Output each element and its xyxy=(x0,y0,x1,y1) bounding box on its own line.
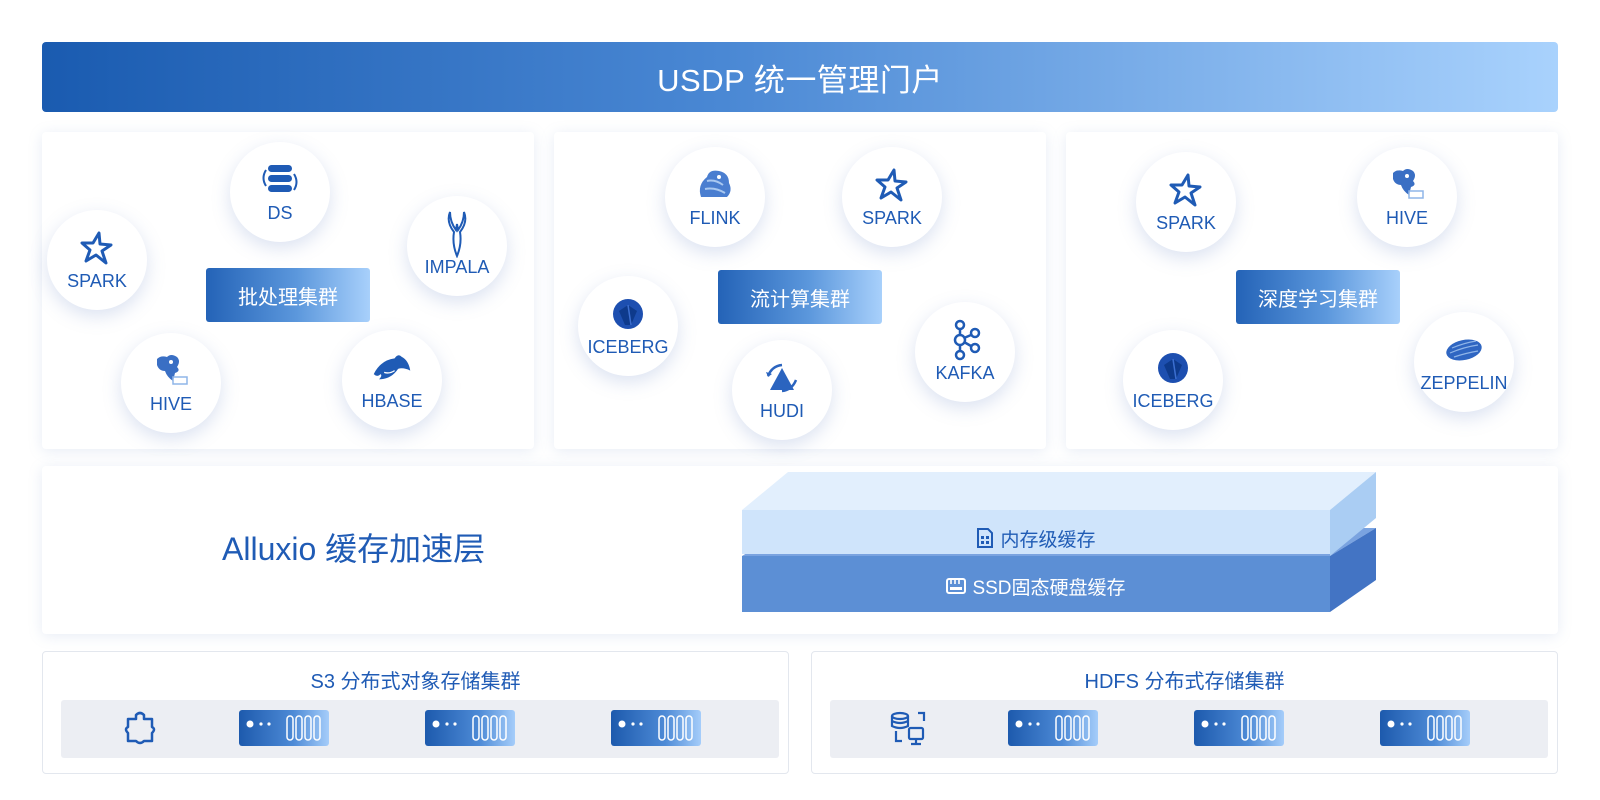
zeppelin-icon xyxy=(1444,331,1484,369)
node-hbase[interactable]: HBASE xyxy=(342,330,442,430)
hdfs-server-strip xyxy=(830,700,1548,758)
portal-title: USDP 统一管理门户 xyxy=(657,62,943,98)
hudi-icon xyxy=(762,359,802,397)
kafka-icon xyxy=(945,319,985,360)
memory-layer-front xyxy=(742,510,1330,554)
hdfs-storage-panel: HDFS 分布式存储集群 xyxy=(811,651,1558,774)
node-label: DS xyxy=(267,202,293,223)
ds-icon xyxy=(260,161,300,199)
memory-layer-top xyxy=(742,472,1376,510)
node-label: SPARK xyxy=(1156,212,1216,233)
memory-chip-icon xyxy=(977,528,994,548)
object-storage-icon xyxy=(120,709,160,749)
ssd-drive-icon xyxy=(946,578,967,594)
node-label: SPARK xyxy=(862,207,922,228)
hdfs-storage-title: HDFS 分布式存储集群 xyxy=(1084,671,1285,693)
ssd-cache-row: SSD固态硬盘缓存 xyxy=(742,564,1330,608)
node-hive[interactable]: HIVE xyxy=(121,333,221,433)
node-label: IMPALA xyxy=(424,256,490,277)
batch-cluster-label: 批处理集群 xyxy=(206,268,370,322)
node-flink[interactable]: FLINK xyxy=(665,147,765,247)
ml-cluster-panel: SPARK HIVE 深度学习集群 ICEBERG ZEPPELIN xyxy=(1066,132,1558,449)
memory-cache-label: 内存级缓存 xyxy=(1000,529,1096,551)
spark-icon xyxy=(77,229,117,267)
node-hudi[interactable]: HUDI xyxy=(732,340,832,440)
hive-icon xyxy=(151,352,191,390)
node-label: HIVE xyxy=(1385,207,1428,228)
node-spark[interactable]: SPARK xyxy=(1136,152,1236,252)
stream-cluster-label: 流计算集群 xyxy=(718,270,882,324)
server-unit xyxy=(611,710,701,746)
node-spark[interactable]: SPARK xyxy=(47,210,147,310)
batch-cluster-panel: DS SPARK IMPALA 批处理集群 HIVE HBASE xyxy=(42,132,534,449)
node-label: ZEPPELIN xyxy=(1420,372,1508,393)
ml-cluster-label: 深度学习集群 xyxy=(1236,270,1400,324)
s3-server-strip xyxy=(61,700,779,758)
node-label: ICEBERG xyxy=(1132,390,1214,411)
node-label: SPARK xyxy=(67,270,127,291)
iceberg-icon xyxy=(608,295,648,333)
cache-title: Alluxio 缓存加速层 xyxy=(222,531,486,567)
node-label: FLINK xyxy=(689,207,741,228)
impala-icon xyxy=(437,211,477,258)
node-iceberg[interactable]: ICEBERG xyxy=(1123,330,1223,430)
s3-storage-panel: S3 分布式对象存储集群 xyxy=(42,651,789,774)
server-unit xyxy=(1008,710,1098,746)
spark-icon xyxy=(1166,171,1206,209)
node-ds[interactable]: DS xyxy=(230,142,330,242)
node-label: KAFKA xyxy=(935,362,995,383)
server-unit xyxy=(425,710,515,746)
memory-layer-side xyxy=(1330,472,1376,556)
node-impala[interactable]: IMPALA xyxy=(407,196,507,296)
server-unit xyxy=(1380,710,1470,746)
ssd-cache-label: SSD固态硬盘缓存 xyxy=(972,577,1126,599)
ssd-layer-side xyxy=(1330,528,1376,612)
node-zeppelin[interactable]: ZEPPELIN xyxy=(1414,312,1514,412)
hbase-icon xyxy=(372,349,412,387)
portal-header: USDP 统一管理门户 xyxy=(42,42,1558,112)
hdfs-storage-icon xyxy=(888,709,928,749)
server-unit xyxy=(1194,710,1284,746)
node-spark[interactable]: SPARK xyxy=(842,147,942,247)
stream-cluster-panel: FLINK SPARK ICEBERG 流计算集群 KAFKA HUDI xyxy=(554,132,1046,449)
alluxio-cache-panel: Alluxio 缓存加速层 内存级缓存 SSD固态硬盘缓存 xyxy=(42,466,1558,634)
node-kafka[interactable]: KAFKA xyxy=(915,302,1015,402)
server-unit xyxy=(239,710,329,746)
node-iceberg[interactable]: ICEBERG xyxy=(578,276,678,376)
hive-icon xyxy=(1387,166,1427,204)
s3-storage-title: S3 分布式对象存储集群 xyxy=(310,671,521,693)
node-hive[interactable]: HIVE xyxy=(1357,147,1457,247)
flink-icon xyxy=(695,166,735,204)
memory-cache-row: 内存级缓存 xyxy=(742,516,1330,560)
ssd-layer-front xyxy=(742,556,1330,612)
spark-icon xyxy=(872,166,912,204)
node-label: HBASE xyxy=(361,390,423,411)
node-label: HUDI xyxy=(760,400,804,421)
cache-layer-stack xyxy=(742,472,1376,612)
iceberg-icon xyxy=(1153,349,1193,387)
node-label: ICEBERG xyxy=(587,336,669,357)
node-label: HIVE xyxy=(149,393,192,414)
